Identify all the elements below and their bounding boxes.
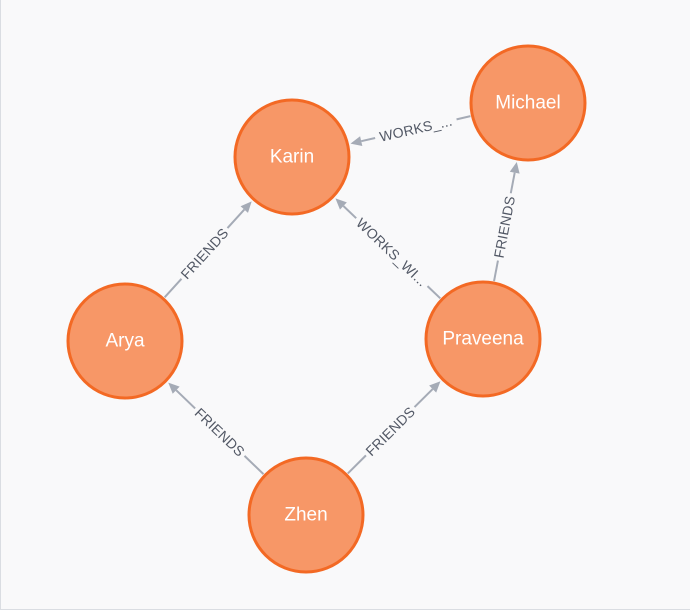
node-michael[interactable]: Michael (469, 44, 587, 162)
edge-praveena-karin[interactable]: WORKS_WI... (335, 198, 441, 300)
node-circle[interactable] (233, 98, 351, 216)
arrowhead-icon (335, 198, 347, 210)
edge-label: FRIENDS (491, 195, 518, 260)
edge-line (243, 455, 265, 475)
node-circle[interactable] (469, 44, 587, 162)
arrowhead-icon (240, 201, 252, 213)
node-circle[interactable] (66, 282, 184, 400)
node-label: Arya (105, 331, 145, 352)
edge-zhen-praveena[interactable]: FRIENDS (347, 381, 441, 475)
edge-line (360, 136, 376, 143)
edge-label: FRIENDS (177, 225, 231, 282)
edge-line (413, 388, 434, 408)
edge-zhen-arya[interactable]: FRIENDS (168, 382, 265, 475)
edge-line (175, 389, 196, 410)
edge-line (342, 205, 357, 219)
edge-line (163, 278, 183, 298)
node-karin[interactable]: Karin (233, 98, 351, 216)
node-circle[interactable] (247, 456, 365, 574)
node-label: Praveena (442, 329, 524, 350)
edge-line (456, 115, 471, 121)
node-arya[interactable]: Arya (66, 282, 184, 400)
node-circle[interactable] (424, 280, 542, 398)
edge-line (226, 208, 246, 229)
edge-arya-karin[interactable]: FRIENDS (163, 201, 252, 298)
edge-line (509, 172, 516, 194)
edge-praveena-michael[interactable]: FRIENDS (491, 161, 520, 282)
node-label: Karin (270, 147, 314, 168)
edge-label: FRIENDS (362, 403, 418, 459)
node-label: Zhen (284, 505, 327, 526)
arrowhead-icon (350, 136, 363, 147)
node-praveena[interactable]: Praveena (424, 280, 542, 398)
arrowhead-icon (509, 161, 520, 174)
arrowhead-icon (168, 382, 180, 394)
node-label: Michael (495, 93, 560, 114)
node-zhen[interactable]: Zhen (247, 456, 365, 574)
edge-line (347, 454, 367, 475)
edge-line (426, 285, 441, 300)
edge-label: FRIENDS (192, 405, 248, 460)
edge-label: WORKS_WI... (353, 215, 430, 290)
edge-label: WORKS_... (378, 113, 454, 145)
edge-line (493, 260, 499, 282)
edge-michael-karin[interactable]: WORKS_... (350, 113, 471, 147)
arrowhead-icon (429, 381, 441, 393)
